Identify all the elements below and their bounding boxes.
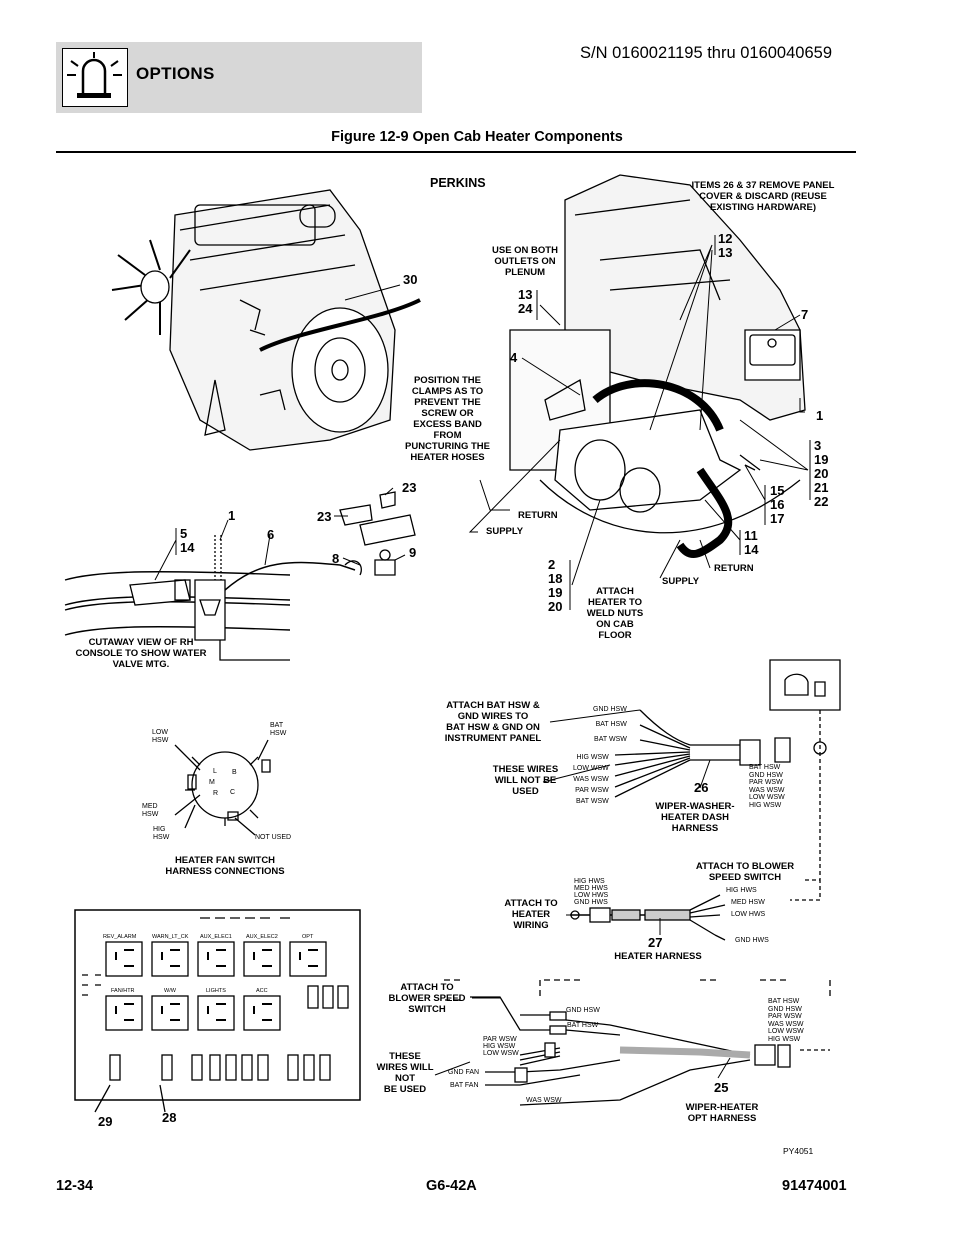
callout-6: 6 — [267, 527, 275, 542]
fan-switch-drawing — [174, 739, 271, 836]
switch-terminal-r: R — [213, 790, 219, 797]
header-divider — [56, 151, 856, 153]
attach-heater-note: ATTACH HEATER TO WELD NUTS ON CAB FLOOR — [586, 586, 644, 641]
callout-3-22: 3 19 20 21 22 — [814, 438, 829, 509]
items-note: ITEMS 26 & 37 REMOVE PANEL COVER & DISCA… — [691, 180, 835, 213]
heater-harness-drawing — [440, 894, 831, 1001]
attach-bat-note: ATTACH BAT HSW & GND WIRES TO BAT HSW & … — [444, 700, 542, 744]
callout-11-14: 11 14 — [744, 528, 759, 557]
relay-label-acc: ACC — [256, 988, 268, 994]
document-number: 91474001 — [782, 1178, 847, 1194]
relay-panel-drawing — [74, 909, 361, 1113]
switch-terminal-b: B — [232, 769, 237, 776]
cutaway-caption: CUTAWAY VIEW OF RH CONSOLE TO SHOW WATER… — [75, 637, 207, 670]
engine-label: PERKINS — [430, 176, 486, 190]
callout-15-17: 15 16 17 — [770, 483, 785, 526]
callout-12-13: 12 13 — [718, 231, 733, 260]
relay-label-aux-elec2: AUX_ELEC2 — [246, 934, 278, 940]
figure-title: Figure 12-9 Open Cab Heater Components — [331, 129, 623, 145]
callout-26: 26 — [694, 780, 709, 795]
callout-7: 7 — [801, 307, 809, 322]
opt-wire-was-wsw: WAS WSW — [526, 1097, 562, 1104]
relay-label-warn-lt-ck: WARN_LT_CK — [152, 934, 189, 940]
dash-wires-left: GND HSW BAT HSW BAT WSW — [593, 706, 627, 743]
opt-wire-gnd-hsw: GND HSW — [566, 1007, 600, 1014]
callout-30: 30 — [403, 272, 418, 287]
callout-9: 9 — [409, 545, 417, 560]
callout-4: 4 — [510, 350, 518, 365]
unused-wires-note-2: THESE WIRES WILL NOT BE USED — [376, 1051, 434, 1095]
heater-wire-hig: HIG HWS — [726, 887, 757, 894]
opt-wire-bat-fan: BAT FAN — [450, 1082, 479, 1089]
section-title: OPTIONS — [136, 64, 215, 83]
model-number: G6-42A — [426, 1178, 477, 1194]
heater-wires-left: HIG HWS MED HWS LOW HWS GND HWS — [574, 878, 609, 906]
callout-25: 25 — [714, 1080, 729, 1095]
callout-8: 8 — [332, 551, 340, 566]
relay-label-w-w: W/W — [164, 988, 176, 994]
relay-label-aux-elec1: AUX_ELEC1 — [200, 934, 232, 940]
switch-bat-hsw: BAT HSW — [270, 722, 287, 737]
callout-23-a: 23 — [402, 480, 417, 495]
attach-heater-wiring-note: ATTACH TO HEATER WIRING — [504, 898, 558, 931]
callout-2-20: 2 18 19 20 — [548, 557, 563, 614]
supply-label-2: SUPPLY — [662, 576, 700, 587]
dash-harness-caption: WIPER-WASHER- HEATER DASH HARNESS — [655, 801, 735, 834]
page-number: 12-34 — [56, 1178, 94, 1194]
opt-wires-unused: PAR WSW HIG WSW LOW WSW — [483, 1036, 519, 1057]
opt-harness-drawing — [470, 996, 830, 1106]
switch-terminal-c: C — [230, 789, 236, 796]
relay-label-fan-htr: FAN/HTR — [111, 988, 135, 994]
dash-wires-unused: HIG WSW LOW WSW WAS WSW PAR WSW BAT WSW — [573, 754, 609, 805]
heater-wire-gnd: GND HWS — [735, 937, 769, 944]
use-both-outlets-note: USE ON BOTH OUTLETS ON PLENUM — [492, 245, 558, 278]
attach-blower-note: ATTACH TO BLOWER SPEED SWITCH — [695, 861, 795, 883]
heater-harness-caption: HEATER HARNESS — [614, 951, 702, 962]
switch-not-used: NOT USED — [255, 834, 292, 841]
return-label: RETURN — [518, 510, 558, 521]
switch-hig-hsw: HIG HSW — [153, 826, 170, 841]
relay-label-rev-alarm: REV_ALARM — [103, 934, 137, 940]
dash-harness-drawing — [614, 659, 841, 901]
valve-bracket-drawing — [339, 491, 416, 576]
return-label-2: RETURN — [714, 563, 754, 574]
relay-label-opt: OPT — [302, 934, 314, 940]
callout-28: 28 — [162, 1110, 177, 1125]
engine-drawing — [111, 189, 421, 451]
beacon-light-icon — [62, 48, 128, 107]
fan-switch-caption: HEATER FAN SWITCH HARNESS CONNECTIONS — [165, 855, 285, 877]
unused-wires-note: THESE WIRES WILL NOT BE USED — [492, 764, 559, 797]
callout-29: 29 — [98, 1114, 113, 1129]
callout-5-14: 5 14 — [180, 526, 195, 555]
heater-wire-med: MED HSW — [731, 899, 765, 906]
position-clamps-note: POSITION THE CLAMPS AS TO PREVENT THE SC… — [405, 375, 490, 463]
callout-13-24: 13 24 — [518, 287, 533, 316]
opt-wires-right: BAT HSW GND HSW PAR WSW WAS WSW LOW WSW … — [768, 998, 804, 1043]
heater-wire-low: LOW HWS — [731, 911, 766, 918]
switch-terminal-l: L — [213, 768, 217, 775]
callout-1-b: 1 — [228, 508, 236, 523]
callout-23-b: 23 — [317, 509, 332, 524]
dash-wires-right: BAT HSW GND HSW PAR WSW WAS WSW LOW WSW … — [749, 764, 785, 809]
switch-med-hsw: MED HSW — [142, 803, 159, 818]
switch-terminal-m: M — [209, 779, 215, 786]
opt-wire-gnd-fan: GND FAN — [448, 1069, 480, 1076]
opt-wire-bat-hsw: BAT HSW — [567, 1022, 599, 1029]
attach-blower-note-2: ATTACH TO BLOWER SPEED SWITCH — [388, 982, 466, 1015]
heater-plenum-drawing — [509, 174, 806, 558]
opt-harness-caption: WIPER-HEATER OPT HARNESS — [685, 1102, 759, 1124]
serial-number-range: S/N 0160021195 thru 0160040659 — [580, 44, 832, 62]
supply-label: SUPPLY — [486, 526, 524, 537]
relay-label-lights: LIGHTS — [206, 988, 226, 994]
callout-1: 1 — [816, 408, 824, 423]
switch-low-hsw: LOW HSW — [152, 729, 169, 744]
cutaway-console-drawing — [64, 535, 356, 661]
callout-27: 27 — [648, 935, 663, 950]
drawing-id: PY4051 — [783, 1146, 814, 1156]
